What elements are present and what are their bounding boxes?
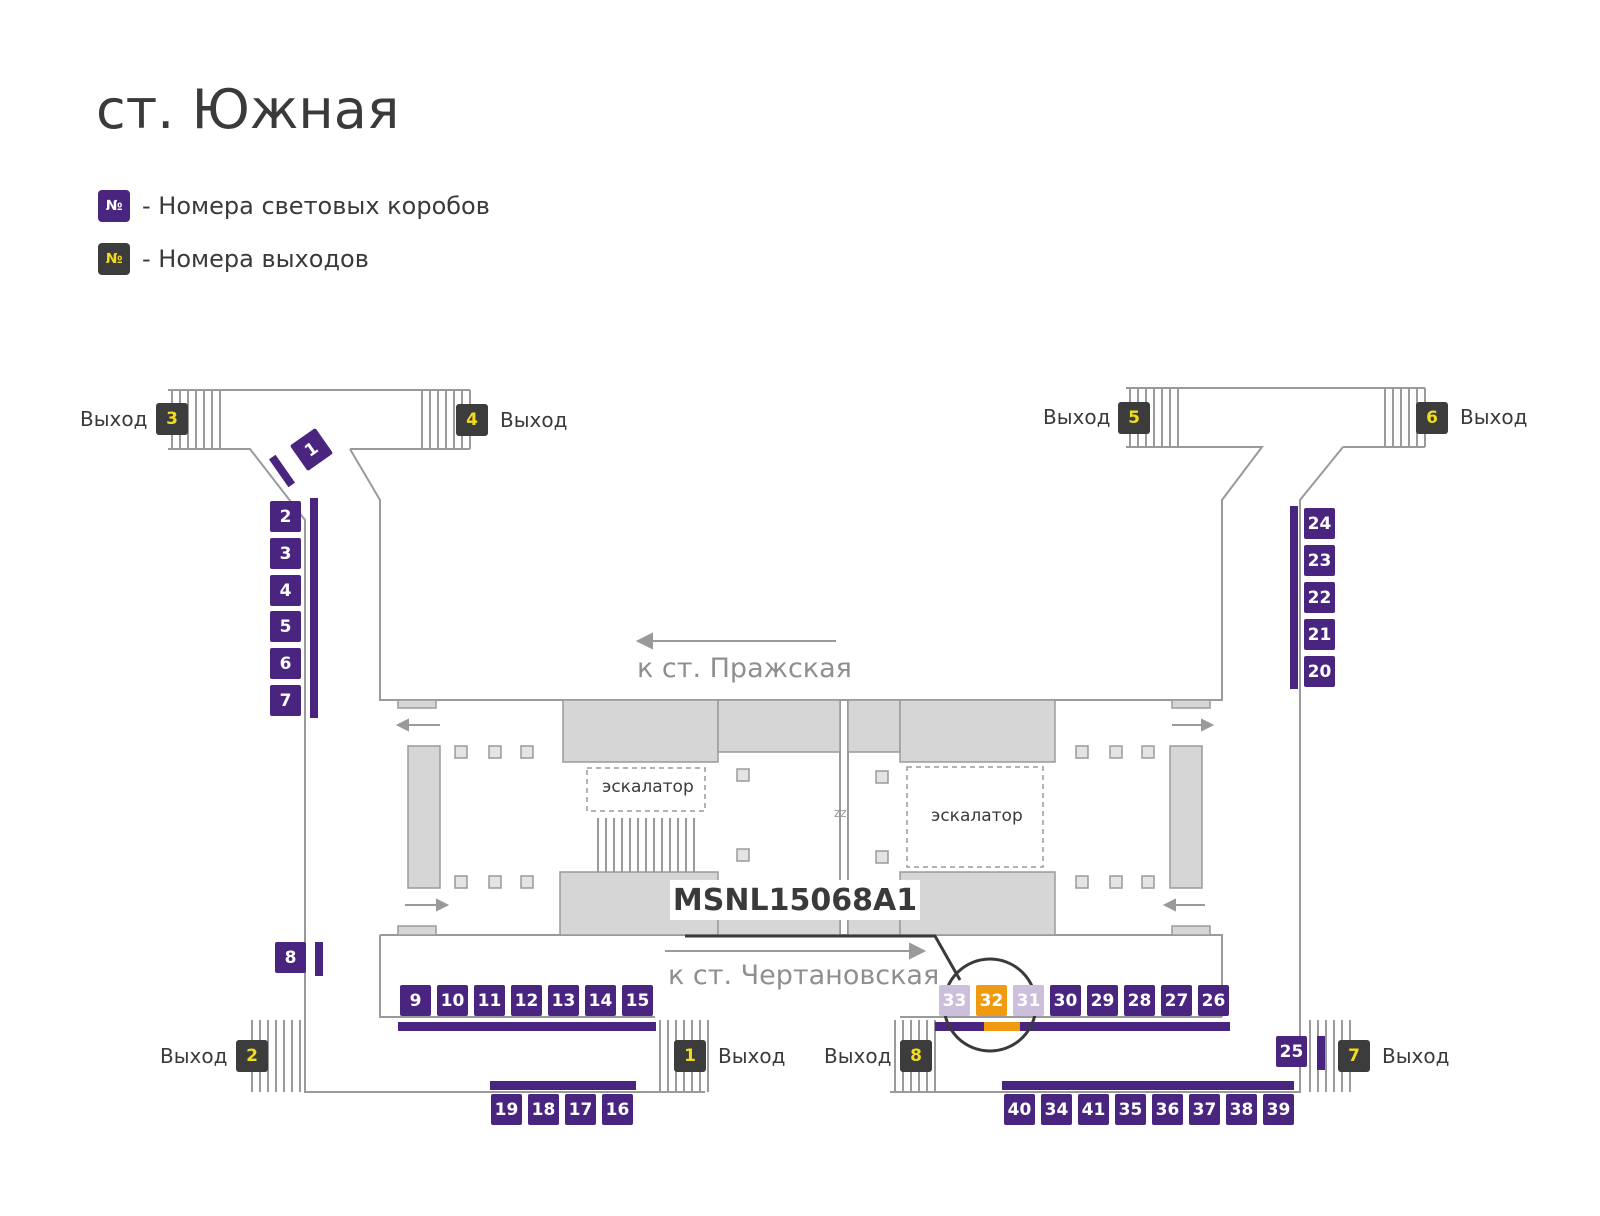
- lightbox-41[interactable]: 41: [1078, 1094, 1109, 1125]
- lightbox-4[interactable]: 4: [270, 575, 301, 606]
- lightbox-8[interactable]: 8: [275, 942, 306, 973]
- exit-badge-8[interactable]: 8: [900, 1040, 932, 1072]
- lightbox-26[interactable]: 26: [1198, 985, 1229, 1016]
- legend-exit-text: - Номера выходов: [142, 245, 369, 273]
- lightbox-15[interactable]: 15: [622, 985, 653, 1016]
- escalator-label-west: эскалатор: [602, 777, 694, 797]
- lightbox-29[interactable]: 29: [1087, 985, 1118, 1016]
- lightbox-33[interactable]: 33: [939, 985, 970, 1016]
- lightbox-6[interactable]: 6: [270, 648, 301, 679]
- exit-label-8: Выход: [824, 1044, 892, 1068]
- direction-north-label: к ст. Пражская: [637, 653, 852, 684]
- lightbox-5[interactable]: 5: [270, 611, 301, 642]
- west-passage-outline: [168, 389, 705, 1093]
- lightbox-21[interactable]: 21: [1304, 619, 1335, 650]
- exit-badge-4[interactable]: 4: [456, 404, 488, 436]
- direction-arrows: [635, 632, 927, 960]
- lightbox-25[interactable]: 25: [1276, 1036, 1307, 1067]
- lightbox-9[interactable]: 9: [400, 985, 431, 1016]
- lightbox-code-label: MSNL15068A1: [670, 880, 920, 920]
- lightbox-24[interactable]: 24: [1304, 508, 1335, 539]
- lightbox-2[interactable]: 2: [270, 501, 301, 532]
- lightbox-10[interactable]: 10: [437, 985, 468, 1016]
- lightbox-38[interactable]: 38: [1226, 1094, 1257, 1125]
- lightbox-17[interactable]: 17: [565, 1094, 596, 1125]
- lightbox-35[interactable]: 35: [1115, 1094, 1146, 1125]
- lightbox-11[interactable]: 11: [474, 985, 505, 1016]
- legend-box-swatch: №: [98, 190, 130, 222]
- lightbox-32-highlighted[interactable]: 32: [976, 985, 1007, 1016]
- escalator-label-east: эскалатор: [931, 806, 1023, 826]
- east-passage-outline: [890, 387, 1425, 1093]
- legend-exits: № - Номера выходов: [98, 243, 369, 275]
- exit-badge-6[interactable]: 6: [1416, 402, 1448, 434]
- lightbox-22[interactable]: 22: [1304, 582, 1335, 613]
- exit-label-2: Выход: [160, 1044, 228, 1068]
- exit-label-1: Выход: [718, 1044, 786, 1068]
- lightbox-18[interactable]: 18: [528, 1094, 559, 1125]
- exit-label-5: Выход: [1043, 405, 1111, 429]
- exit-badge-7[interactable]: 7: [1338, 1040, 1370, 1072]
- lightbox-16[interactable]: 16: [602, 1094, 633, 1125]
- zz-mark: zz: [834, 806, 847, 820]
- lightbox-3[interactable]: 3: [270, 538, 301, 569]
- exit-label-6: Выход: [1460, 405, 1528, 429]
- lightbox-28[interactable]: 28: [1124, 985, 1155, 1016]
- highlight-bar: [984, 1022, 1020, 1031]
- lightbox-39[interactable]: 39: [1263, 1094, 1294, 1125]
- legend-box-text: - Номера световых коробов: [142, 192, 490, 220]
- legend-exit-swatch: №: [98, 243, 130, 275]
- box-bars: [268, 454, 1325, 1090]
- lightbox-19[interactable]: 19: [491, 1094, 522, 1125]
- direction-south-label: к ст. Чертановская: [668, 960, 940, 991]
- station-title: ст. Южная: [96, 78, 400, 141]
- legend-boxes: № - Номера световых коробов: [98, 190, 490, 222]
- lightbox-36[interactable]: 36: [1152, 1094, 1183, 1125]
- exit-label-3: Выход: [80, 407, 148, 431]
- lightbox-13[interactable]: 13: [548, 985, 579, 1016]
- exit-badge-3[interactable]: 3: [156, 403, 188, 435]
- lightbox-40[interactable]: 40: [1004, 1094, 1035, 1125]
- lightbox-34[interactable]: 34: [1041, 1094, 1072, 1125]
- exit-badge-2[interactable]: 2: [236, 1040, 268, 1072]
- lightbox-30[interactable]: 30: [1050, 985, 1081, 1016]
- lightbox-12[interactable]: 12: [511, 985, 542, 1016]
- columns: [454, 745, 1155, 889]
- exit-label-7: Выход: [1382, 1044, 1450, 1068]
- exit-badge-5[interactable]: 5: [1118, 402, 1150, 434]
- lightbox-31[interactable]: 31: [1013, 985, 1044, 1016]
- lightbox-7[interactable]: 7: [270, 685, 301, 716]
- exit-label-4: Выход: [500, 408, 568, 432]
- lightbox-27[interactable]: 27: [1161, 985, 1192, 1016]
- exit-badge-1[interactable]: 1: [674, 1040, 706, 1072]
- side-arrows: [395, 718, 1215, 912]
- lightbox-37[interactable]: 37: [1189, 1094, 1220, 1125]
- escalator-outlines: [586, 766, 1044, 868]
- lightbox-20[interactable]: 20: [1304, 656, 1335, 687]
- lightbox-23[interactable]: 23: [1304, 545, 1335, 576]
- lightbox-14[interactable]: 14: [585, 985, 616, 1016]
